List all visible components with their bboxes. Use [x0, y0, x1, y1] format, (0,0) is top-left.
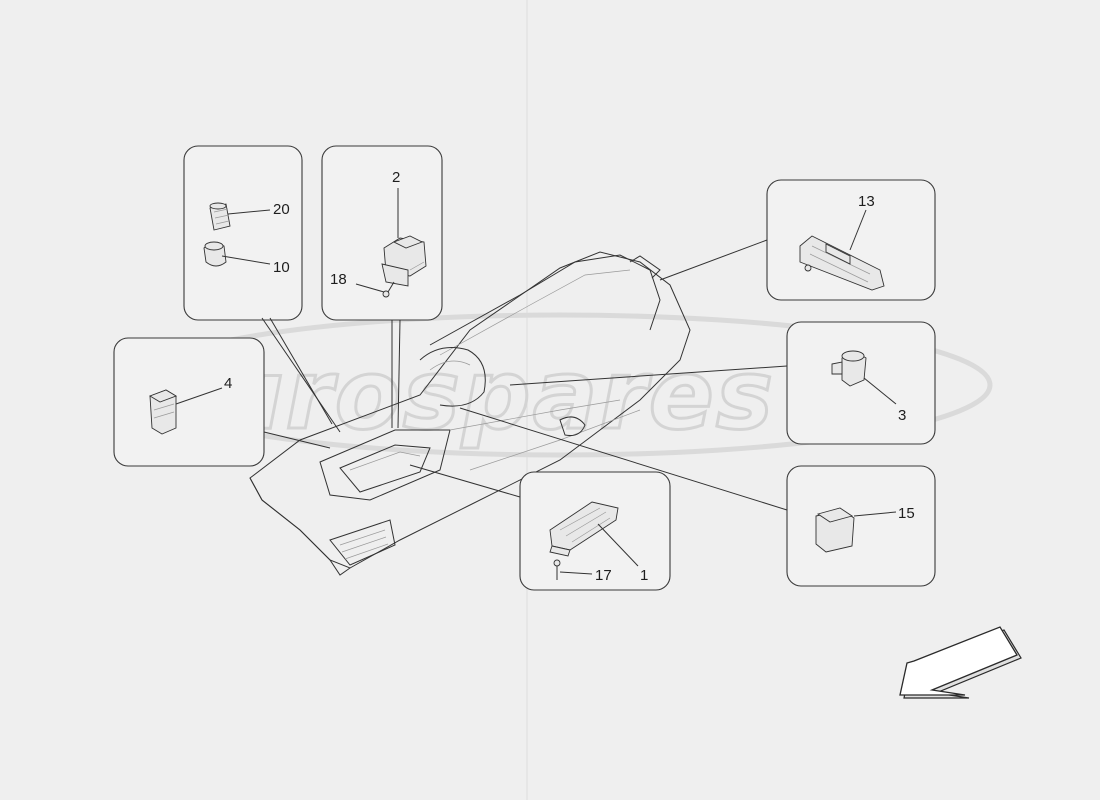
center-console — [249, 251, 691, 576]
callout-2: 2 — [392, 169, 400, 186]
part-2-switch — [381, 235, 427, 287]
callout-3: 3 — [898, 407, 906, 424]
callout-4: 4 — [224, 375, 232, 392]
box-part-4 — [113, 337, 265, 467]
part-1-panel — [549, 501, 619, 557]
part-3-switch — [831, 350, 867, 387]
callout-1: 1 — [640, 567, 648, 584]
callout-20: 20 — [273, 201, 290, 218]
callout-15: 15 — [898, 505, 915, 522]
box-part-3 — [786, 321, 936, 445]
part-15-button — [815, 507, 855, 553]
part-20-cylinder — [209, 202, 231, 231]
part-4-switch — [148, 389, 178, 435]
part-10-clip — [203, 241, 227, 267]
callout-leaders — [175, 188, 897, 575]
part-18-connector — [382, 281, 395, 298]
box-parts-2-18 — [321, 145, 443, 321]
box-leaders — [261, 239, 788, 511]
part-17-screw — [553, 559, 561, 580]
arrow-down-left-icon — [899, 626, 1022, 699]
part-13-panel — [799, 235, 885, 291]
callout-10: 10 — [273, 259, 290, 276]
callout-13: 13 — [858, 193, 875, 210]
callout-18: 18 — [330, 271, 347, 288]
callout-17: 17 — [595, 567, 612, 584]
box-parts-20-10 — [183, 145, 303, 321]
box-part-15 — [786, 465, 936, 587]
